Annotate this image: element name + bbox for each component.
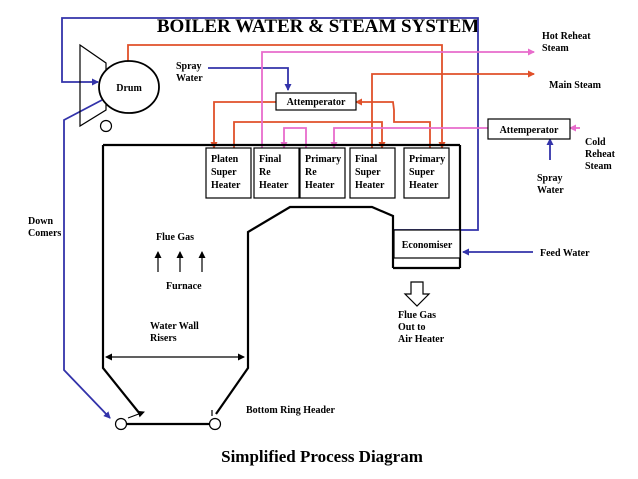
flue-gas-out-label: Flue Gas Out to Air Heater bbox=[398, 310, 445, 345]
platen-super-heater-box bbox=[205, 147, 252, 199]
drum-left-wedge bbox=[79, 43, 107, 128]
primary-super-heater-box bbox=[403, 147, 450, 199]
attemperator-top-label: Attemperator bbox=[287, 97, 346, 108]
main-steam-out-line bbox=[371, 70, 535, 148]
bottom-header-arrow-left bbox=[127, 410, 145, 419]
final-super-heater-box bbox=[349, 147, 396, 199]
flue-gas-out-arrow bbox=[403, 281, 431, 307]
downcomer-header bbox=[99, 119, 113, 133]
furnace-label: Furnace bbox=[166, 281, 202, 292]
flue-gas-arrows bbox=[154, 251, 206, 272]
spray-water-top-line bbox=[208, 67, 292, 91]
attemperator-to-platen-line bbox=[210, 101, 276, 149]
economiser-label: Economiser bbox=[402, 240, 453, 251]
final-reheater-box bbox=[253, 147, 300, 199]
drum-to-primary-super-line bbox=[127, 44, 446, 149]
diagram-title: BOILER WATER & STEAM SYSTEM bbox=[157, 16, 479, 37]
spray-water-top-label: Spray Water bbox=[176, 61, 204, 84]
down-comers-label: Down Comers bbox=[28, 216, 61, 239]
drum-label: Drum bbox=[116, 83, 142, 94]
bottom-ring-header-label: Bottom Ring Header bbox=[246, 405, 335, 416]
main-steam-lines bbox=[127, 44, 535, 149]
cold-reheat-steam-label: Cold Reheat Steam bbox=[585, 137, 618, 172]
furnace-left-wall bbox=[101, 145, 141, 415]
flue-gas-label: Flue Gas bbox=[156, 232, 194, 243]
feed-water-label: Feed Water bbox=[540, 248, 590, 259]
attemperator-right-label: Attemperator bbox=[500, 125, 559, 136]
main-steam-label: Main Steam bbox=[549, 80, 602, 91]
water-wall-risers-label: Water Wall Risers bbox=[150, 321, 201, 344]
bottom-ring-header-right bbox=[208, 417, 222, 431]
down-comers-line bbox=[63, 99, 111, 419]
reheat-steam-lines bbox=[261, 48, 580, 149]
attemperator-right bbox=[487, 118, 571, 140]
platen-to-final-super-line bbox=[233, 121, 386, 149]
economiser-to-drum-line bbox=[61, 17, 479, 231]
diagram-subtitle: Simplified Process Diagram bbox=[221, 447, 423, 466]
spray-water-right-label: Spray Water bbox=[537, 173, 565, 196]
primary-to-final-reheat-line bbox=[280, 127, 307, 149]
bottom-ring-header-left bbox=[114, 417, 128, 431]
attemperator-top bbox=[275, 92, 357, 111]
furnace-right-wall bbox=[215, 205, 395, 415]
water-lines bbox=[61, 17, 554, 419]
hot-reheat-steam-label: Hot Reheat Steam bbox=[542, 31, 593, 54]
drum-assembly: Drum bbox=[79, 43, 160, 133]
hot-reheat-out-line bbox=[261, 48, 535, 148]
boiler-outline bbox=[101, 143, 462, 431]
primary-super-to-attemperator-line bbox=[355, 98, 431, 148]
economiser-box bbox=[393, 229, 461, 259]
attemperator-to-primary-reheat-line bbox=[330, 127, 488, 149]
drum bbox=[98, 60, 160, 114]
primary-reheater-box bbox=[299, 147, 346, 199]
